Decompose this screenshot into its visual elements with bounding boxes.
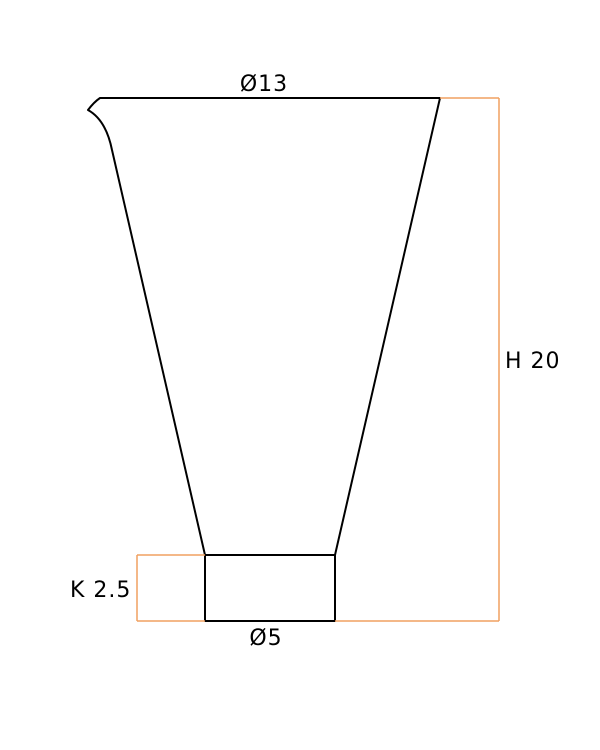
top-diameter-label: Ø13 [240,72,288,97]
base-height-dimension [136,554,205,622]
height-dimension [335,97,500,622]
height-label: H 20 [505,349,561,374]
bottom-diameter-label: Ø5 [249,626,282,651]
funnel-base-ring [204,554,336,622]
base-height-label: K 2.5 [70,578,131,603]
funnel-body-outline [87,97,441,556]
